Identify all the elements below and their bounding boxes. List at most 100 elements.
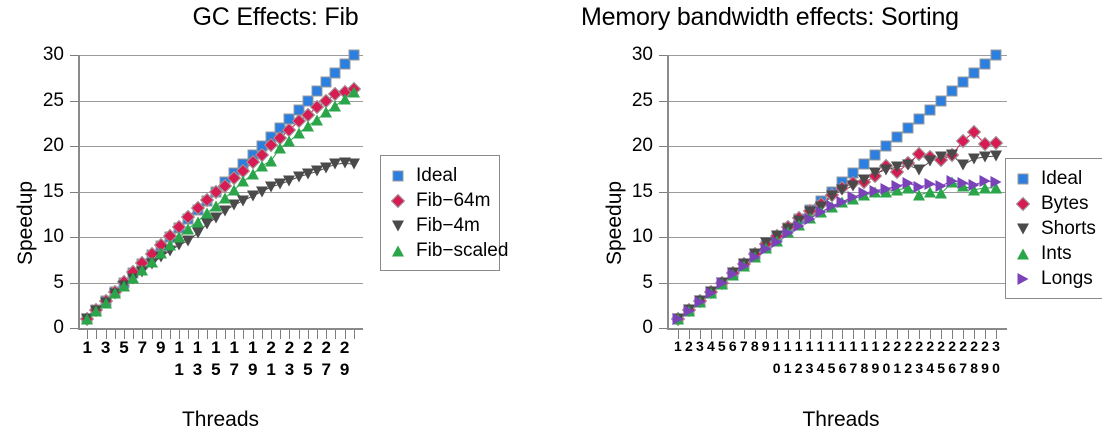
x-tick-mark (280, 330, 282, 339)
data-point-longs (847, 190, 859, 203)
x-tick-label: 1 (783, 360, 792, 376)
data-point-fib-scaled (163, 239, 176, 251)
y-tick-label: 20 (631, 135, 653, 156)
data-point-ideal (320, 76, 332, 88)
x-tick-mark (215, 330, 217, 339)
x-tick-label: 5 (717, 338, 726, 354)
data-point-ints (913, 189, 926, 201)
data-point-fib-scaled (99, 297, 112, 309)
y-tick-mark (659, 282, 667, 284)
x-tick-label: 5 (937, 360, 946, 376)
data-point-shorts (913, 164, 926, 176)
data-point-ints (935, 187, 948, 199)
data-point-longs (672, 312, 684, 325)
legend-label: Fib−4m (416, 215, 480, 236)
x-tick-label: 5 (827, 360, 836, 376)
y-axis-label: Speedup (14, 180, 37, 265)
y-tick-mark (70, 146, 78, 147)
x-tick-mark (133, 330, 135, 339)
x-tick-label: 3 (284, 360, 295, 379)
legend-item-fib-scaled[interactable]: Fib−scaled (389, 238, 508, 263)
data-point-fib-scaled (81, 313, 94, 325)
x-tick-mark (864, 330, 866, 339)
x-tick-label: 2 (303, 338, 313, 357)
data-point-longs (826, 200, 838, 213)
x-tick-mark (169, 330, 171, 339)
x-tick-label: 2 (904, 338, 913, 354)
legend-swatch (389, 167, 407, 185)
x-tick-label: 9 (247, 360, 258, 379)
data-point-fib-scaled (127, 272, 140, 284)
x-tick-mark (941, 330, 943, 339)
x-tick-label: 1 (783, 338, 792, 354)
legend-swatch (389, 217, 407, 235)
y-tick-label: 5 (642, 271, 653, 293)
y-axis-line (667, 55, 669, 328)
legend-item-bytes[interactable]: Bytes (1014, 191, 1095, 216)
data-point-fib-scaled (301, 120, 314, 132)
data-point-fib-4m (329, 158, 342, 170)
x-tick-label: 2 (685, 338, 693, 354)
x-tick-label: 3 (992, 338, 1000, 354)
x-tick-label: 4 (926, 360, 935, 376)
y-tick-label: 5 (53, 271, 64, 293)
x-tick-label: 2 (981, 338, 989, 354)
x-tick-label: 5 (119, 338, 129, 357)
chart-panel-memory-bandwidth: Memory bandwidth effects: Sorting Speedu… (551, 0, 1102, 440)
x-tick-label: 6 (838, 360, 847, 376)
data-point-fib-scaled (209, 200, 222, 212)
x-tick-label: 1 (772, 338, 781, 354)
x-tick-label: 1 (794, 338, 803, 354)
y-tick-mark (659, 100, 667, 102)
x-tick-mark (96, 330, 98, 339)
x-tick-mark (353, 330, 355, 339)
legend-swatch (1014, 170, 1032, 188)
data-point-ideal (329, 67, 341, 79)
legend-item-fib-4m[interactable]: Fib−4m (389, 213, 490, 238)
data-point-longs (683, 304, 695, 317)
x-tick-mark (820, 330, 822, 339)
x-tick-mark (721, 330, 723, 339)
legend-item-fib-64m[interactable]: Fib−64m (389, 188, 490, 213)
x-tick-label: 3 (805, 360, 814, 376)
data-point-fib-4m (191, 227, 204, 239)
data-point-ideal (990, 49, 1002, 61)
data-point-shorts (858, 174, 871, 186)
data-point-shorts (957, 159, 970, 171)
data-point-fib-scaled (338, 93, 351, 105)
data-point-fib-4m (237, 195, 250, 207)
x-tick-mark (225, 330, 227, 339)
x-tick-mark (743, 330, 745, 339)
x-axis-line (667, 328, 1007, 330)
y-axis-line (78, 55, 80, 328)
legend-item-shorts[interactable]: Shorts (1014, 216, 1096, 241)
data-point-ints (924, 186, 937, 197)
legend-item-ideal[interactable]: Ideal (1014, 166, 1095, 191)
data-point-fib-4m (338, 157, 351, 169)
data-point-ideal (869, 149, 881, 161)
x-tick-mark (307, 330, 309, 339)
legend-label: Ideal (416, 165, 458, 186)
legend-marker-square-icon (1017, 173, 1029, 184)
data-point-fib-4m (219, 205, 232, 217)
data-point-bytes (988, 136, 1004, 151)
data-point-longs (979, 174, 991, 187)
data-point-shorts (836, 184, 849, 196)
legend-item-ints[interactable]: Ints (1014, 241, 1095, 266)
x-tick-label: 2 (284, 338, 295, 357)
data-point-fib-scaled (228, 184, 241, 196)
legend-item-ideal[interactable]: Ideal (389, 163, 490, 188)
data-point-fib-scaled (320, 106, 333, 118)
x-tick-mark (699, 330, 701, 339)
data-point-longs (815, 206, 827, 219)
x-tick-mark (754, 330, 756, 339)
y-tick-label: 30 (631, 44, 653, 65)
data-point-fib-4m (274, 178, 287, 190)
legend-item-longs[interactable]: Longs (1014, 266, 1095, 291)
x-tick-mark (243, 330, 245, 339)
data-point-shorts (935, 151, 948, 163)
x-tick-label: 5 (211, 360, 221, 379)
data-point-fib-scaled (283, 135, 296, 147)
x-tick-label: 8 (970, 360, 978, 376)
